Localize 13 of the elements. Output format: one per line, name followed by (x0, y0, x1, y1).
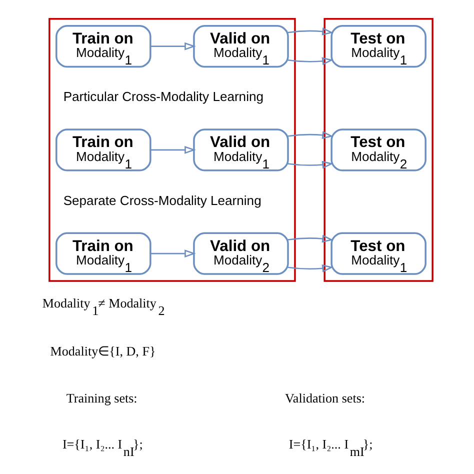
label: Validation sets: (284, 390, 365, 406)
arrow (287, 131, 333, 169)
arrow (287, 234, 333, 272)
cluster (323, 18, 433, 282)
arrow (150, 146, 196, 154)
arrow (150, 42, 196, 50)
arrow (150, 250, 196, 258)
cluster (48, 18, 296, 282)
label: Particular Cross-Modality Learning (62, 89, 263, 104)
arrow (287, 28, 333, 66)
label: Modality∈{I, D, F} (50, 343, 156, 358)
label: Training sets: (66, 390, 137, 406)
label: Separate Cross-Modality Learning (62, 192, 261, 208)
